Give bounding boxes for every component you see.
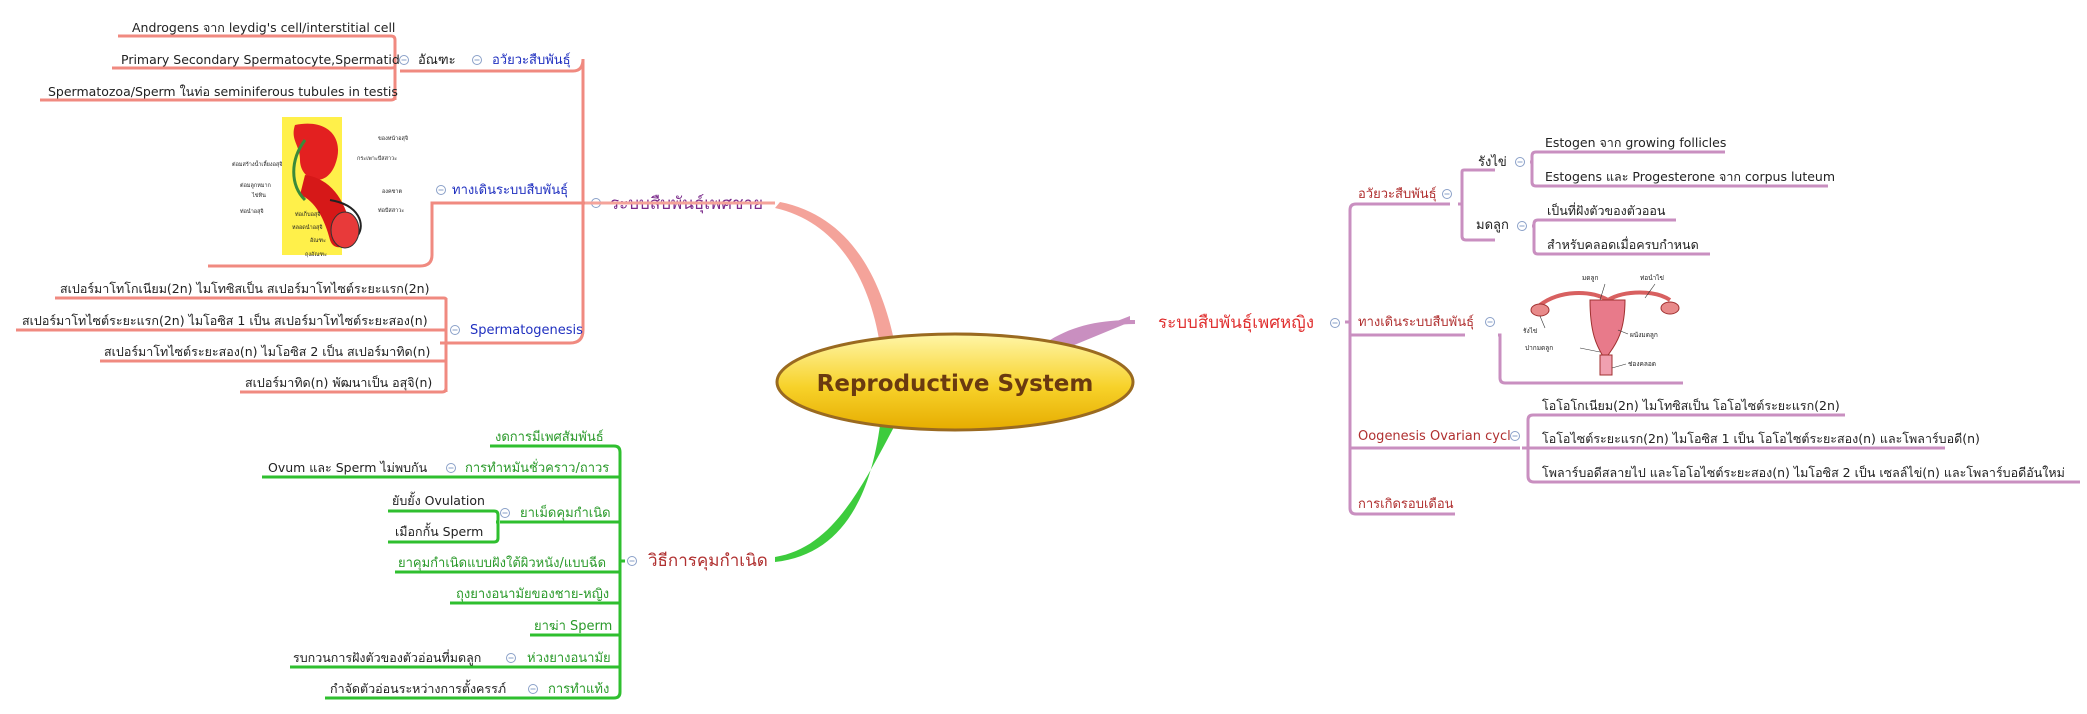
testis-item-2: Primary Secondary Spermatocyte,Spermatid — [121, 52, 400, 67]
method-8-note: กำจัดตัวอ่อนระหว่างการตั้งครรภ์ — [330, 679, 506, 696]
testis-item-1: Androgens จาก leydig's cell/interstitial… — [132, 20, 395, 35]
oogenesis-item-3: โพลาร์บอดีสลายไป และโอโอไซต์ระยะสอง(n) ไ… — [1542, 465, 2065, 480]
male-figure-label-2: ต่อมลูกหมาก — [240, 183, 271, 189]
spermatogenesis-item-4: สเปอร์มาทิด(n) พัฒนาเป็น อสุจิ(n) — [245, 375, 432, 391]
method-2-note: Ovum และ Sperm ไม่พบกัน — [268, 460, 428, 475]
male-figure-label-top: ของหน้าอสุจิ — [378, 135, 408, 142]
male-reproductive-figure: ต่อมสร้างน้ำเลี้ยงอสุจิ ต่อมลูกหมาก ไข่ท… — [232, 117, 408, 258]
female-branch: ระบบสืบพันธุ์เพศหญิง อวัยวะสืบพันธุ์ รัง… — [1158, 135, 2080, 516]
method-3-note-1: ยับยั้ง Ovulation — [392, 491, 485, 508]
male-organs-label[interactable]: อวัยวะสืบพันธุ์ — [492, 52, 571, 68]
female-figure-label-4: ผนังมดลูก — [1630, 331, 1658, 339]
male-branch: ระบบสืบพันธุ์เพศชาย อวัยวะสืบพันธุ์ อัณฑ… — [16, 20, 775, 394]
male-figure-label-11: อัณฑะ — [310, 237, 326, 244]
female-tract-label[interactable]: ทางเดินระบบสืบพันธุ์ — [1358, 314, 1474, 330]
female-reproductive-figure: มดลูก ท่อนำไข่ รังไข่ ผนังมดลูก ปากมดลูก… — [1523, 274, 1680, 376]
method-1-label[interactable]: งดการมีเพศสัมพันธ์ — [495, 429, 604, 445]
ovary-label[interactable]: รังไข่ — [1478, 154, 1507, 170]
uterus-item-1: เป็นที่ฝังตัวของตัวออน — [1547, 202, 1666, 218]
male-figure-label-10: ถุงอัณฑะ — [305, 251, 327, 258]
male-figure-label-4: ท่อนำอสุจิ — [240, 208, 264, 215]
method-7-note: รบกวนการฝังตัวของตัวอ่อนที่มดลูก — [293, 649, 481, 666]
contra-branch-curve — [775, 425, 895, 562]
spermatogenesis-item-2: สเปอร์มาโทไซต์ระยะแรก(2n) ไมโอซิส 1 เป็น… — [22, 313, 428, 328]
male-figure-label-1: ต่อมสร้างน้ำเลี้ยงอสุจิ — [232, 160, 282, 168]
contraception-title[interactable]: วิธีการคุมกำเนิด — [648, 551, 768, 571]
menstruation-label[interactable]: การเกิดรอบเดือน — [1358, 496, 1454, 512]
male-figure-label-7: กระเพาะปัสสาวะ — [357, 155, 397, 162]
uterus-item-2: สำหรับคลอดเมื่อครบกำหนด — [1547, 236, 1699, 252]
female-organs-label[interactable]: อวัยวะสืบพันธุ์ — [1358, 186, 1437, 202]
testis-label[interactable]: อัณฑะ — [418, 53, 456, 68]
testis-item-3: Spermatozoa/Sperm ในท่อ seminiferous tub… — [48, 84, 398, 99]
ovary-item-1: Estogen จาก growing follicles — [1545, 135, 1726, 150]
female-title[interactable]: ระบบสืบพันธุ์เพศหญิง — [1158, 313, 1314, 333]
method-3-note-2: เมือกกั้น Sperm — [395, 522, 483, 539]
female-figure-label-6: ช่องคลอด — [1628, 360, 1656, 368]
male-figure-label-3: ไข่ทิน — [251, 192, 266, 199]
uterus-label[interactable]: มดลูก — [1476, 218, 1509, 233]
male-branch-curve — [775, 202, 895, 345]
male-figure-label-5: ท่อเก็บอสุจิ — [295, 210, 321, 218]
spermatogenesis-item-1: สเปอร์มาโทโกเนียม(2n) ไมโทซิสเป็น สเปอร์… — [60, 281, 429, 296]
oogenesis-label[interactable]: Oogenesis Ovarian cycle — [1358, 429, 1519, 444]
oogenesis-item-2: โอโอไซต์ระยะแรก(2n) ไมโอซิส 1 เป็น โอโอไ… — [1542, 431, 1980, 446]
female-figure-label-3: รังไข่ — [1523, 327, 1537, 335]
method-5-label[interactable]: ถุงยางอนามัยของชาย-หญิง — [456, 587, 609, 602]
contraception-branch: วิธีการคุมกำเนิด งดการมีเพศสัมพันธ์ การท… — [262, 429, 768, 700]
method-2-label[interactable]: การทำหมันชั่วคราว/ถาวร — [465, 459, 609, 476]
spermatogenesis-label[interactable]: Spermatogenesis — [470, 323, 583, 338]
female-figure-label-5: ปากมดลูก — [1525, 344, 1553, 352]
spermatogenesis-item-3: สเปอร์มาโทไซต์ระยะสอง(n) ไมโอซิส 2 เป็น … — [104, 344, 430, 359]
ovary-item-2: Estogens และ Progesterone จาก corpus lut… — [1545, 169, 1835, 184]
oogenesis-item-1: โอโอโกเนียม(2n) ไมโทซิสเป็น โอโอไซต์ระยะ… — [1542, 398, 1840, 413]
center-title: Reproductive System — [817, 371, 1094, 397]
male-figure-label-9: ท่อปัสสาวะ — [378, 207, 404, 214]
method-4-label[interactable]: ยาคุมกำเนิดแบบฝังใต้ผิวหนัง/แบบฉีด — [398, 555, 606, 571]
method-7-label[interactable]: ห่วงยางอนามัย — [527, 651, 611, 666]
male-tract-label[interactable]: ทางเดินระบบสืบพันธุ์ — [452, 182, 568, 198]
method-6-label[interactable]: ยาฆ่า Sperm — [534, 619, 612, 634]
method-8-label[interactable]: การทำแท้ง — [548, 682, 609, 697]
male-figure-label-8: องคชาต — [382, 188, 402, 195]
female-figure-label-2: ท่อนำไข่ — [1640, 274, 1664, 282]
center-node[interactable] — [775, 332, 1135, 432]
female-figure-label-1: มดลูก — [1582, 274, 1598, 282]
male-figure-label-6: หลอดนำอสุจิ — [292, 224, 323, 231]
method-3-label[interactable]: ยาเม็ดคุมกำเนิด — [520, 503, 611, 521]
